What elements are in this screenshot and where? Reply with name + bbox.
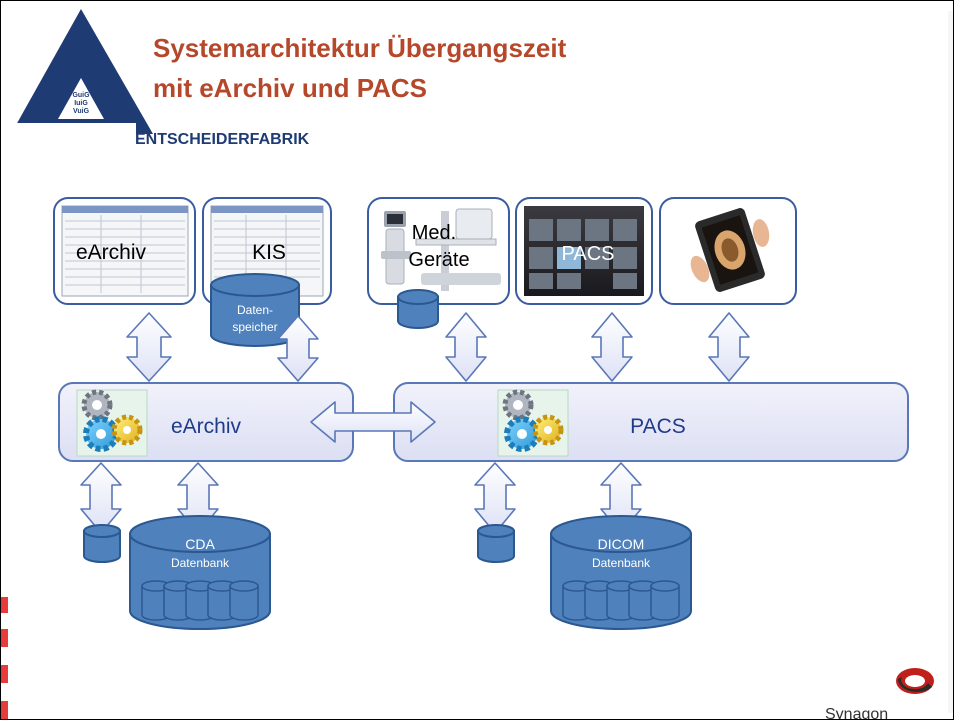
dicom-mini-disks [562, 580, 680, 621]
slide-title-line-1: Systemarchitektur Übergangszeit [153, 33, 567, 63]
right-edge-shade [948, 11, 953, 713]
arrow-kis-server [277, 315, 319, 382]
logo-line-2: IuiG [74, 100, 88, 107]
left-edge-decoration [1, 597, 8, 719]
logo-line-1: GuiG [72, 92, 90, 99]
logo-line-3: VuiG [73, 108, 90, 115]
dicom-label-line-2: Datenbank [592, 556, 651, 570]
cda-mini-disks [141, 580, 259, 621]
arrow-pacs-client-server [591, 312, 633, 382]
dicom-database: DICOM Datenbank [550, 515, 692, 630]
synagon-wordmark: Synagon [825, 706, 888, 720]
logo-triangle [11, 9, 153, 134]
client-pacs-label: PACS [562, 243, 615, 265]
client-earchiv[interactable]: eArchiv [53, 197, 196, 305]
client-tablet[interactable] [659, 197, 797, 305]
gear-icon-earchiv [76, 389, 148, 457]
arrow-tablet-server [708, 312, 750, 382]
med-device-small-cylinder [397, 289, 439, 329]
cda-database: CDA Datenbank [129, 515, 271, 630]
arrow-med-server [445, 312, 487, 382]
kis-store-label-line-1: Daten- [237, 303, 273, 317]
earchiv-small-store [83, 524, 121, 563]
kis-store-label-line-2: speicher [232, 320, 277, 334]
client-medical-devices[interactable]: Med. Geräte [367, 197, 510, 305]
client-kis-label: KIS [252, 241, 286, 264]
slide-title-line-2: mit eArchiv und PACS [153, 73, 427, 103]
logo-inner-triangle [58, 78, 104, 119]
cda-label-line-2: Datenbank [171, 556, 230, 570]
gear-icon-pacs [497, 389, 569, 457]
server-earchiv-label: eArchiv [171, 415, 242, 438]
arrow-pacs-small-store [474, 462, 516, 534]
arrow-earchiv-small-store [80, 462, 122, 534]
arrow-earchiv-client-server [126, 312, 172, 382]
client-med-label-line-2: Geräte [408, 249, 469, 271]
entscheiderfabrik-logo: GuiG IuiG VuiG ENTSCHEIDERFABRIK [6, 9, 310, 148]
cda-label-line-1: CDA [185, 536, 215, 552]
server-pacs-label: PACS [630, 415, 686, 438]
client-med-label-line-1: Med. [412, 222, 456, 244]
client-earchiv-label: eArchiv [76, 241, 147, 264]
client-pacs[interactable]: PACS [515, 197, 653, 305]
pacs-small-store [477, 524, 515, 563]
logo-wordmark: ENTSCHEIDERFABRIK [135, 131, 310, 148]
dicom-label-line-1: DICOM [598, 536, 645, 552]
tablet-icon [690, 208, 770, 292]
kis-datenspeicher-cylinder: Daten- speicher [210, 273, 300, 347]
synagon-logo: Synagon [825, 668, 934, 720]
server-pacs[interactable]: PACS [393, 382, 909, 462]
arrow-earchiv-pacs [310, 401, 436, 443]
medical-device-image [381, 208, 501, 291]
